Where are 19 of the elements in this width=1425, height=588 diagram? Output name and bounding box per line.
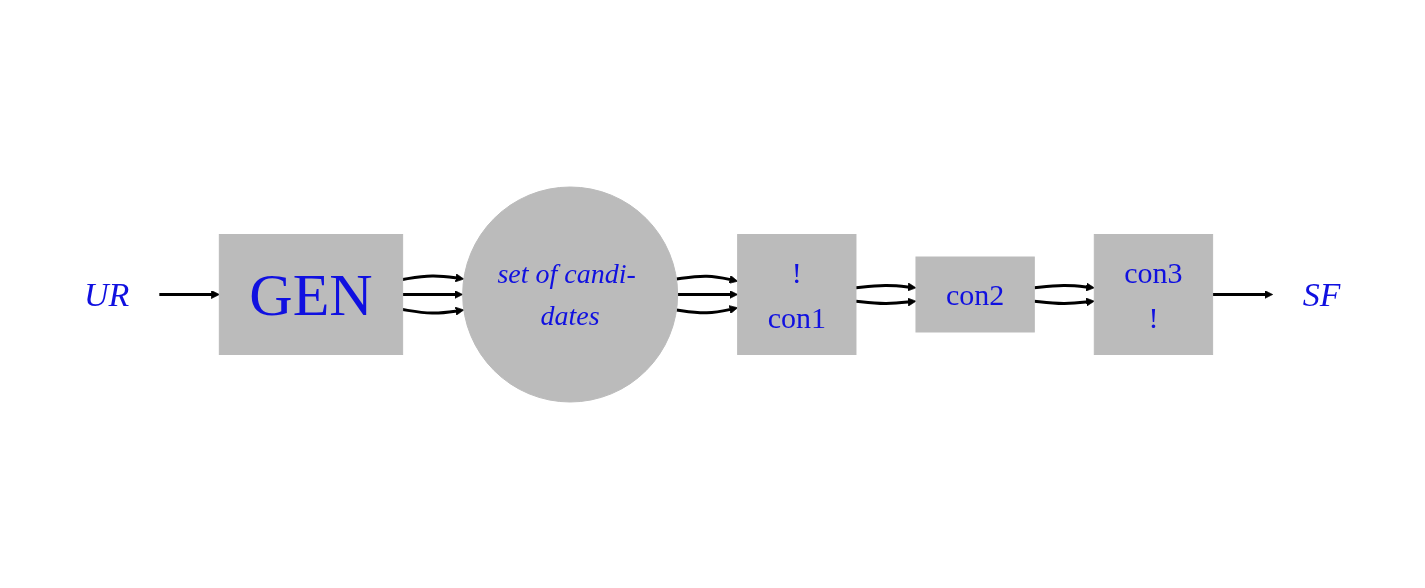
arrow — [402, 289, 464, 299]
arrow — [856, 297, 917, 306]
arrow — [677, 289, 739, 299]
node-circle: set of candi- dates — [462, 186, 679, 402]
arrow — [1034, 297, 1095, 306]
arrow — [676, 274, 739, 284]
arrow — [402, 273, 465, 282]
node-text: SF — [1302, 275, 1341, 313]
arrow — [856, 282, 917, 291]
node-box: con3 ! — [1094, 233, 1214, 355]
arrow — [402, 306, 465, 315]
node-box: GEN — [219, 233, 404, 355]
node-box: con2 — [915, 256, 1036, 332]
arrow — [159, 289, 220, 299]
arrow — [1034, 282, 1095, 291]
node-text: UR — [84, 275, 130, 313]
arrow — [1212, 289, 1274, 299]
arrow — [676, 304, 739, 314]
node-box: ! con1 — [737, 233, 857, 355]
